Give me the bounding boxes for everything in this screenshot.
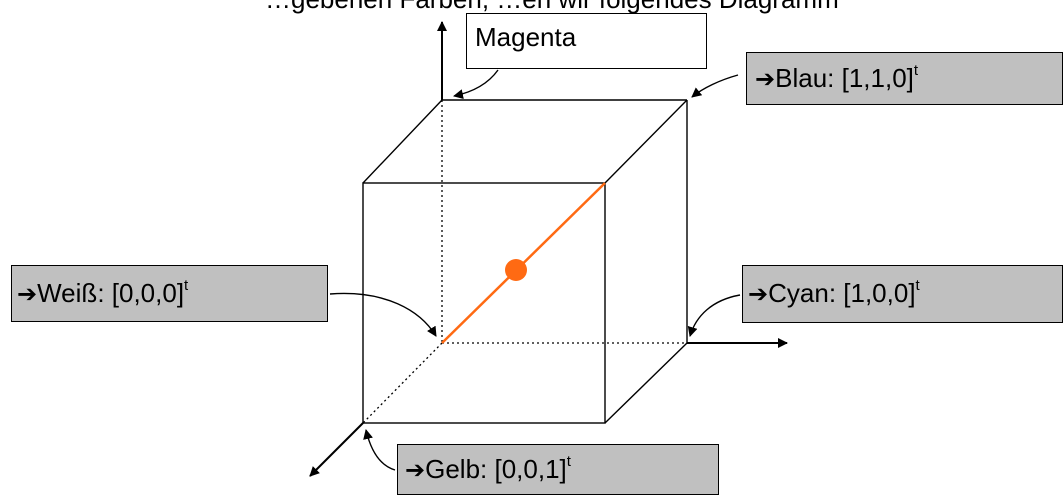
label-magenta-name: Magenta xyxy=(475,22,577,52)
right-arrow-icon: ➔ xyxy=(405,456,426,484)
label-magenta: Magenta xyxy=(466,13,707,69)
label-cyan: ➔Cyan: [1,0,0]t xyxy=(742,265,1063,323)
label-weiss-name: Weiß xyxy=(37,278,98,308)
pointer-arrow-magenta xyxy=(453,69,499,100)
pointer-arrow-cyan xyxy=(687,294,741,337)
hidden-cube-edges xyxy=(362,100,687,424)
label-gelb-coords: [0,0,1] xyxy=(494,454,567,484)
right-arrow-icon: ➔ xyxy=(748,280,769,308)
pointer-arrow-weiss xyxy=(329,292,437,337)
label-weiss-superscript: t xyxy=(184,277,189,294)
visible-cube-edges xyxy=(362,99,688,424)
label-gelb: ➔Gelb: [0,0,1]t xyxy=(397,444,719,495)
label-blau-name: Blau xyxy=(775,63,828,93)
label-blau: ➔Blau: [1,1,0]t xyxy=(746,52,1063,105)
label-weiss: ➔Weiß: [0,0,0]t xyxy=(11,265,328,322)
header-text: …gebenen Farben, …en wir folgendes Diagr… xyxy=(265,0,839,15)
depth-axis-arrow xyxy=(309,422,364,477)
label-gelb-superscript: t xyxy=(566,453,571,470)
label-gelb-name: Gelb xyxy=(425,454,481,484)
right-arrow-icon: ➔ xyxy=(755,65,776,93)
label-weiss-coords: [0,0,0] xyxy=(111,278,185,308)
label-blau-coords: [1,1,0] xyxy=(841,63,914,93)
center-dot xyxy=(505,259,527,281)
pointer-arrow-gelb xyxy=(363,429,396,471)
label-cyan-superscript: t xyxy=(915,277,920,294)
label-cyan-coords: [1,0,0] xyxy=(843,278,916,308)
label-cyan-name: Cyan xyxy=(768,278,829,308)
right-arrow-icon: ➔ xyxy=(17,280,38,308)
label-blau-superscript: t xyxy=(913,62,919,79)
pointer-arrow-blau xyxy=(691,74,739,98)
